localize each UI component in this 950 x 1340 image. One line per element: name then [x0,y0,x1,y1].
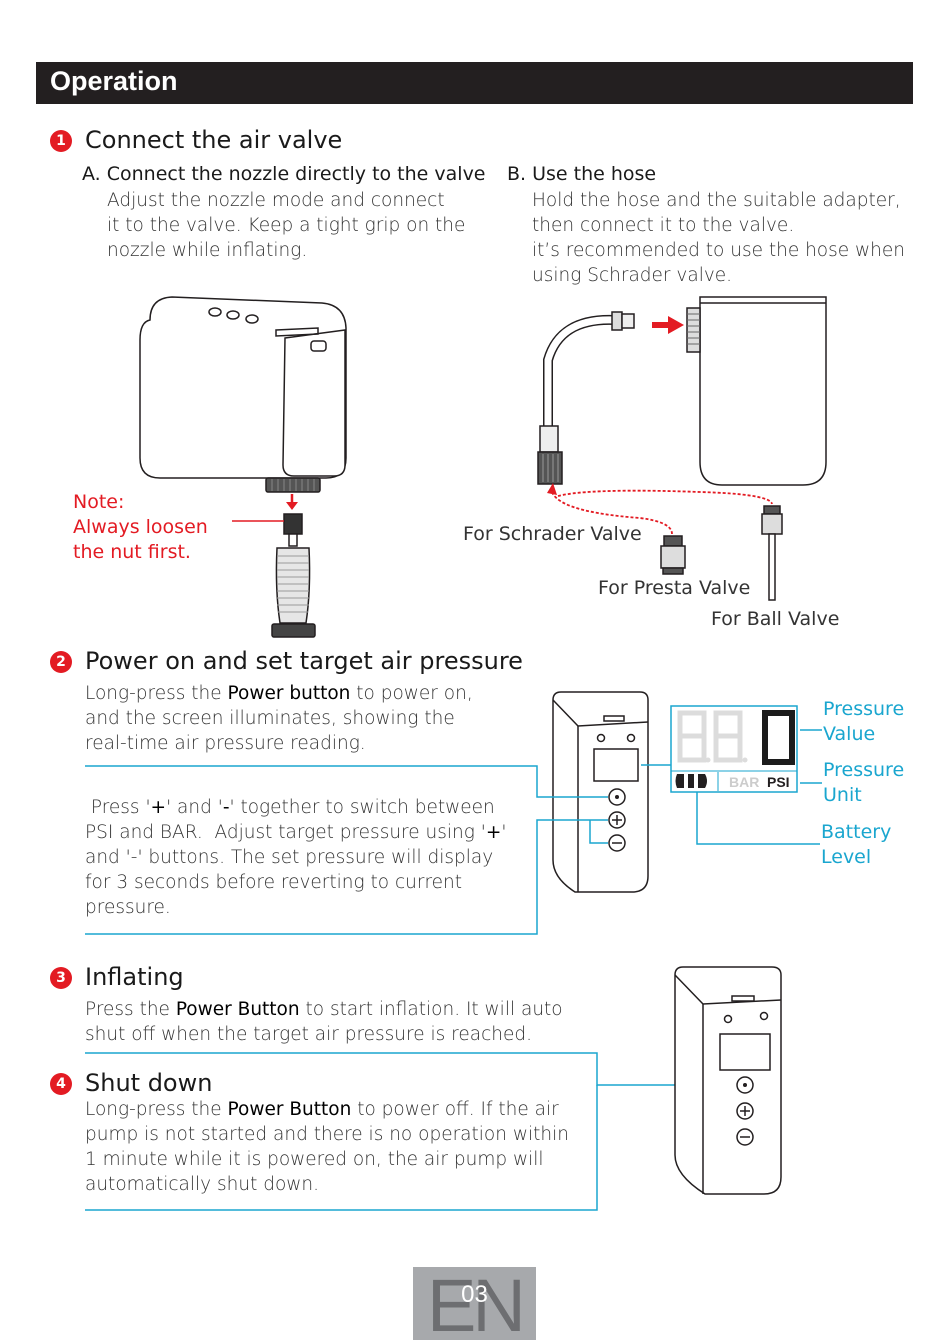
note-line: Note: [73,491,125,513]
step-2-line: and '-' buttons. The set pressure will d… [85,847,494,868]
step-2-line: Press '+' and '-' together to switch bet… [85,797,495,818]
lcd-display-diagram: BAR PSI [670,705,798,793]
step-4-title: Shut down [85,1069,213,1097]
pump-front-illustration-step2 [552,691,649,893]
step-4-line: Long-press the Power Button to power off… [85,1099,559,1120]
option-b-line: using Schrader valve. [532,265,733,286]
step-4-line: 1 minute while it is powered on, the air… [85,1149,544,1170]
option-b-title: B. Use the hose [507,163,657,185]
option-b-body: Hold the hose and the suitable adapter, … [532,188,905,288]
lcd-unit-psi: PSI [767,774,790,790]
page-footer: EN 03 [413,1267,536,1340]
step-3-line: shut off when the target air pressure is… [85,1024,532,1045]
step-2-line: PSI and BAR. Adjust target pressure usin… [85,822,507,843]
battery-level-icon [675,774,707,788]
step-2-line: for 3 seconds before reverting to curren… [85,872,463,893]
step-1-title: Connect the air valve [85,126,343,154]
note-line: the nut first. [73,541,191,563]
step-3-4-callout-lines [85,1052,736,1211]
option-a-title: A. Connect the nozzle directly to the va… [82,163,486,185]
step-3-number: 3 [50,967,72,989]
step-4-paragraph: Long-press the Power Button to power off… [85,1097,569,1197]
step-4-line: automatically shut down. [85,1174,320,1195]
step-2-line: Long-press the Power button to power on, [85,683,473,704]
lcd-ghost-digits [677,710,743,763]
pump-nozzle-illustration [139,296,347,638]
option-a-line: Adjust the nozzle mode and connect [107,190,445,211]
step-3-paragraph: Press the Power Button to start inflatio… [85,997,563,1047]
page-number: 03 [461,1281,488,1308]
step-1-number: 1 [50,130,72,152]
step-2-line: and the screen illuminates, showing the [85,708,455,729]
step-2-title: Power on and set target air pressure [85,647,523,675]
step-2-number: 2 [50,651,72,673]
label-ball-valve: For Ball Valve [711,608,840,630]
pump-front-illustration-step3 [674,966,782,1195]
lcd-digit-zero [762,710,795,765]
pump-buttons-step3 [736,1076,754,1146]
step-3-title: Inflating [85,963,184,991]
step-3-line: Press the Power Button to start inflatio… [85,999,563,1020]
option-a-body: Adjust the nozzle mode and connect it to… [107,188,465,263]
option-b-line: it’s recommended to use the hose when [532,240,905,261]
section-header-bar: Operation [36,62,913,104]
option-a-line: it to the valve. Keep a tight grip on th… [107,215,466,236]
pump-buttons-step2 [608,788,626,852]
step-2-line: pressure. [85,897,171,918]
step-4-number: 4 [50,1073,72,1095]
option-b-line: then connect it to the valve. [532,215,795,236]
note-line: Always loosen [73,516,208,538]
label-presta-valve: For Presta Valve [598,577,751,599]
step-2-callout-lines [85,729,822,935]
language-code: EN [427,1267,526,1340]
step-2-line: real-time air pressure reading. [85,733,366,754]
option-a-line: nozzle while inflating. [107,240,308,261]
note-text: Note: Always loosen the nut first. [73,490,208,565]
option-b-line: Hold the hose and the suitable adapter, [532,190,901,211]
step-2-paragraph-1: Long-press the Power button to power on,… [85,681,473,756]
step-2-paragraph-2: Press '+' and '-' together to switch bet… [85,795,506,920]
pump-hose-illustration [537,296,827,601]
step-4-line: pump is not started and there is no oper… [85,1124,569,1145]
label-schrader-valve: For Schrader Valve [463,523,642,545]
section-title: Operation [50,66,178,96]
lcd-unit-bar: BAR [729,774,759,790]
